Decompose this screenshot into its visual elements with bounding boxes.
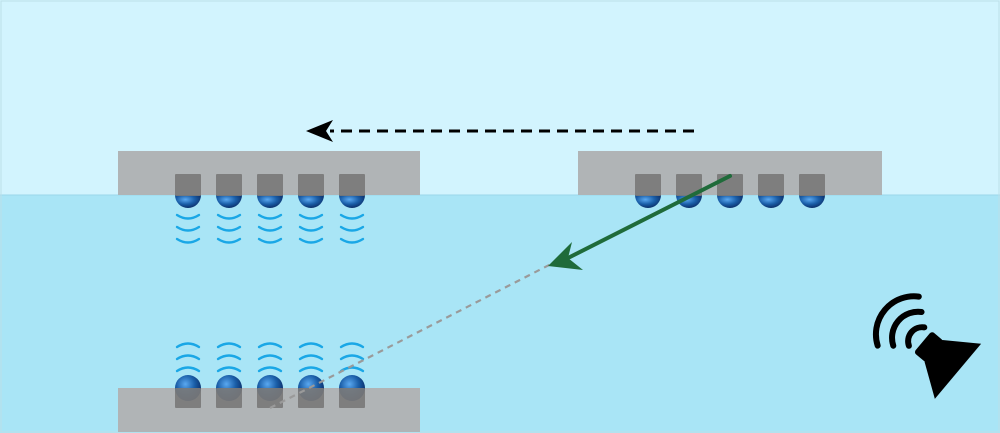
transducer-dome [298,195,324,208]
transducer-element [339,174,365,244]
sound-wave-arc [216,354,242,361]
transducer-arrays [118,151,882,432]
sound-wave-arc [257,213,283,220]
sound-wave-arc [175,237,201,244]
sound-wave-arc [339,213,365,220]
motion-direction-arrow [306,120,694,142]
beam-trace-line [269,262,554,409]
transducer-element [175,342,201,408]
transducer-dome [216,195,242,208]
sound-wave-arc [175,342,201,349]
transducer-post [175,388,201,408]
transducer-post [216,174,242,196]
transducer-element [216,174,242,244]
beam-direction-arrow [548,174,732,270]
transducer-post [799,174,825,196]
transducer-element [175,174,201,244]
transducer-post [257,388,283,408]
transducer-post [298,174,324,196]
transducer-dome [758,195,784,208]
transducer-post [339,388,365,408]
sound-wave-arc [298,237,324,244]
sound-wave-arc [298,213,324,220]
transducer-element [257,174,283,244]
transducer-element [799,174,825,208]
top-right-array [578,151,882,208]
sound-wave-arc [175,354,201,361]
bottom-left-array [118,342,420,432]
transducer-element [216,342,242,408]
sound-wave-arc [216,225,242,232]
transducer-element [339,342,365,408]
sound-wave-arc [216,237,242,244]
sound-wave-arc [339,237,365,244]
transducer-post [635,174,661,196]
sound-wave-arc [339,225,365,232]
transducer-post [175,174,201,196]
transducer-dome [257,195,283,208]
transducer-element [758,174,784,208]
transducer-dome [175,195,201,208]
transducer-dome [339,195,365,208]
sound-wave-arc [339,342,365,349]
transducer-post [216,388,242,408]
sound-wave-arc [257,225,283,232]
transducer-post [257,174,283,196]
transducer-post [298,388,324,408]
sound-wave-arc [298,225,324,232]
sound-wave-arc [257,354,283,361]
sound-wave-arc [175,225,201,232]
sound-wave-arc [257,366,283,373]
sound-wave-arc [339,354,365,361]
sound-wave-arc [257,342,283,349]
transducer-dome [635,195,661,208]
speaker-icon [872,293,982,399]
transducer-element [635,174,661,208]
sound-wave-arc [298,366,324,373]
sound-wave-arc [216,213,242,220]
transducer-element [298,174,324,244]
transducer-dome [799,195,825,208]
transducer-post [339,174,365,196]
sound-wave-arc [216,342,242,349]
sound-wave-arc [257,237,283,244]
sound-wave-arc [298,354,324,361]
sound-wave-arc [175,366,201,373]
sound-wave-arc [175,213,201,220]
transducer-element [257,342,283,408]
sound-wave-arc [216,366,242,373]
transducer-post [758,174,784,196]
transducer-post [676,174,702,196]
sound-wave-arc [298,342,324,349]
transducer-dome [717,195,743,208]
top-left-array [118,151,420,244]
